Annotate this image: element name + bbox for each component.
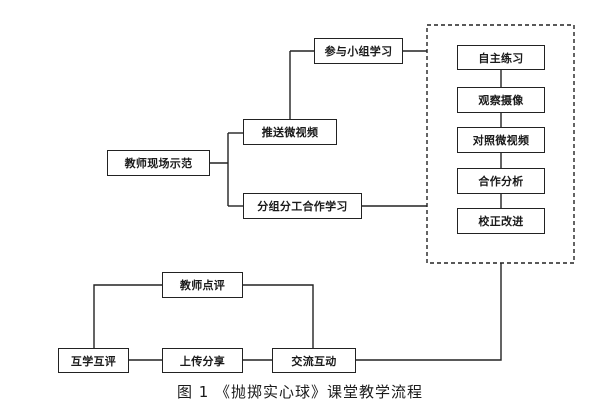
coop-analysis-node: 合作分析 — [457, 168, 545, 194]
upload-share-node: 上传分享 — [162, 348, 243, 373]
teacher-comment-node: 教师点评 — [162, 272, 243, 298]
group-coop-node: 分组分工合作学习 — [243, 193, 362, 219]
correct-improve-node: 校正改进 — [457, 208, 545, 234]
observe-record-node: 观察摄像 — [457, 87, 545, 113]
connector-box-to-exchange — [356, 263, 502, 361]
connector-comment-to-exchange — [243, 284, 314, 348]
teacher-demo-node: 教师现场示范 — [107, 150, 210, 176]
join-group-node: 参与小组学习 — [314, 38, 403, 64]
push-video-node: 推送微视频 — [243, 119, 337, 145]
peer-review-node: 互学互评 — [58, 348, 129, 373]
figure-caption: 图 1 《抛掷实心球》课堂教学流程 — [176, 383, 424, 401]
connector-peer-to-comment — [93, 284, 162, 348]
self-practice-node: 自主练习 — [457, 45, 545, 70]
compare-video-node: 对照微视频 — [457, 127, 545, 153]
exchange-interact-node: 交流互动 — [272, 348, 356, 373]
